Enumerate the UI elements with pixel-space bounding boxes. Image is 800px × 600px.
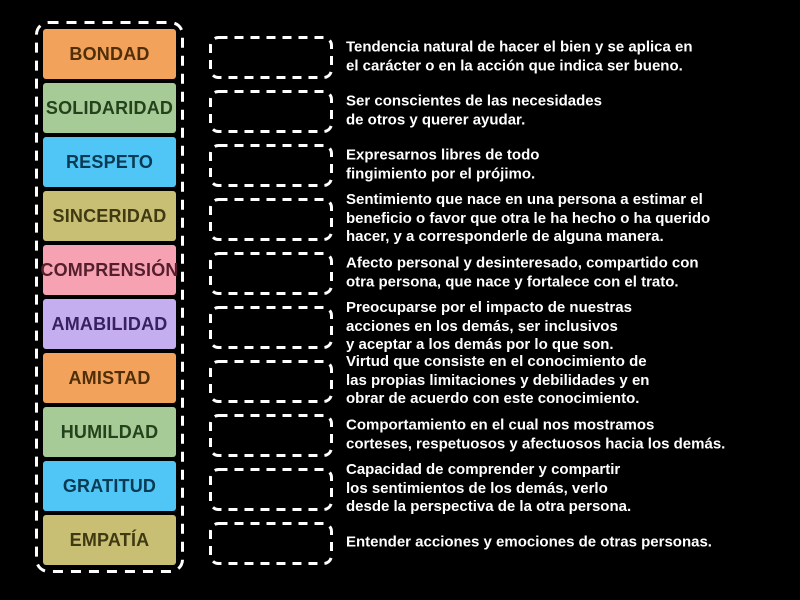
word-tile[interactable]: HUMILDAD (43, 407, 176, 457)
definition-line: Ser conscientes de las necesidades (346, 92, 602, 110)
definition-line: Sentimiento que nace en una persona a es… (346, 191, 703, 209)
definition-line: las propias limitaciones y debilidades y… (346, 371, 650, 389)
definition-line: desde la perspectiva de la otra persona. (346, 498, 632, 516)
drop-zone-dashed-border (209, 144, 333, 187)
definition-text: Virtud que consiste en el conocimiento d… (346, 353, 796, 409)
definition-line: y aceptar a los demás por lo que son. (346, 336, 614, 354)
word-tile-label: GRATITUD (62, 475, 157, 496)
definition-line: de otros y querer ayudar. (346, 111, 526, 128)
answer-drop-zone[interactable] (209, 198, 333, 241)
answer-drop-zone[interactable] (209, 90, 333, 133)
definition-text: Afecto personal y desinteresado, compart… (346, 254, 796, 291)
word-tile[interactable]: SOLIDARIDAD (43, 83, 176, 133)
word-tile-label: BONDAD (69, 43, 150, 64)
word-tile[interactable]: BONDAD (43, 29, 176, 79)
word-tile-label: EMPATÍA (69, 529, 150, 550)
definition-text: Entender acciones y emociones de otras p… (346, 534, 796, 553)
definition-line: Comportamiento en el cual nos mostramos (346, 416, 655, 434)
drop-zone-dashed-border (209, 306, 333, 349)
word-tile-label: COMPRENSIÓN (40, 259, 179, 280)
drop-zone-dashed-border (209, 198, 333, 241)
word-tile-label: AMISTAD (68, 367, 151, 388)
word-tile[interactable]: SINCERIDAD (43, 191, 176, 241)
definition-line: acciones en los demás, ser inclusivos (346, 317, 618, 335)
definition-line: Entender acciones y emociones de otras p… (346, 533, 712, 551)
answer-drop-zone[interactable] (209, 468, 333, 511)
definition-line: Tendencia natural de hacer el bien y se … (346, 38, 693, 56)
answer-drop-zone[interactable] (209, 360, 333, 403)
drop-zone-dashed-border (209, 252, 333, 295)
word-tile-label: RESPETO (65, 151, 154, 172)
drop-zone-dashed-border (209, 90, 333, 133)
definition-line: obrar de acuerdo con este conocimiento. (346, 390, 640, 408)
definition-line: fingimiento por el prójimo. (346, 165, 536, 182)
drop-zone-dashed-border (209, 414, 333, 457)
drop-zone-dashed-border (209, 36, 333, 79)
definition-line: Virtud que consiste en el conocimiento d… (346, 353, 647, 371)
word-tile[interactable]: RESPETO (43, 137, 176, 187)
drop-zone-dashed-border (209, 360, 333, 403)
definition-line: otra persona, que nace y fortalece con e… (346, 273, 679, 290)
definition-line: Capacidad de comprender y compartir (346, 461, 621, 479)
word-tile[interactable]: COMPRENSIÓN (40, 245, 179, 295)
definition-text: Sentimiento que nace en una persona a es… (346, 191, 796, 247)
drop-zone-dashed-border (209, 522, 333, 565)
answer-drop-zone[interactable] (209, 522, 333, 565)
word-tile[interactable]: EMPATÍA (43, 515, 176, 565)
definition-text: Tendencia natural de hacer el bien y se … (346, 38, 796, 75)
word-bank: BONDAD SOLIDARIDAD RESPETO SINCERIDAD CO… (35, 21, 184, 573)
definition-line: los sentimientos de los demás, verlo (346, 479, 608, 497)
definition-line: corteses, respetuosos y afectuosos hacia… (346, 435, 726, 452)
drop-zone-dashed-border (209, 468, 333, 511)
answer-drop-zone[interactable] (209, 144, 333, 187)
definition-line: Afecto personal y desinteresado, compart… (346, 254, 699, 272)
word-tile[interactable]: GRATITUD (43, 461, 176, 511)
definition-line: hacer, y a corresponderle de alguna mane… (346, 228, 664, 246)
definition-line: Expresarnos libres de todo (346, 146, 540, 164)
answer-drop-zone[interactable] (209, 414, 333, 457)
answer-drop-zone[interactable] (209, 252, 333, 295)
definition-line: el carácter o en la acción que indica se… (346, 57, 683, 74)
answer-drop-zone[interactable] (209, 306, 333, 349)
word-tile-label: SINCERIDAD (52, 205, 167, 226)
definition-line: Preocuparse por el impacto de nuestras (346, 299, 632, 317)
word-tile[interactable]: AMABILIDAD (43, 299, 176, 349)
word-tile-label: AMABILIDAD (51, 313, 168, 334)
answer-drop-zone[interactable] (209, 36, 333, 79)
word-tile[interactable]: AMISTAD (43, 353, 176, 403)
definition-line: beneficio o favor que otra le ha hecho o… (346, 209, 711, 227)
word-tile-label: HUMILDAD (60, 421, 159, 442)
word-tile-label: SOLIDARIDAD (45, 97, 174, 118)
